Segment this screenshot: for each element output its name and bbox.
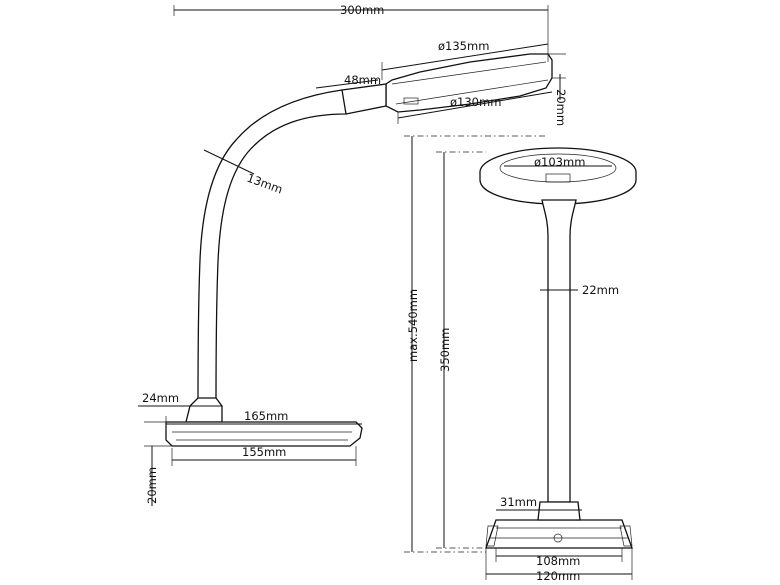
dim-neck-length: 48mm bbox=[344, 73, 381, 87]
dim-head-inner-diameter: ø130mm bbox=[450, 95, 501, 109]
stem-foot bbox=[185, 397, 223, 423]
front-switch bbox=[545, 173, 571, 183]
dim-max-height: max.540mm bbox=[406, 289, 420, 362]
dim-overall-reach: 300mm bbox=[340, 3, 384, 17]
lamp-base-side bbox=[165, 421, 363, 447]
dim-base-outer-width: 120mm bbox=[536, 569, 580, 583]
dim-gooseneck-thickness: 13mm bbox=[245, 171, 285, 197]
dim-base-length-bottom: 155mm bbox=[242, 445, 286, 459]
dim-front-height: 350mm bbox=[438, 328, 452, 372]
lamp-head-switch bbox=[403, 97, 419, 105]
dim-stem-base-width: 24mm bbox=[142, 391, 179, 405]
dim-head-thickness: 20mm bbox=[554, 89, 568, 126]
dim-stem-foot-width: 31mm bbox=[500, 495, 537, 509]
dim-base-length-top: 165mm bbox=[244, 409, 288, 423]
dim-stem-diameter: 22mm bbox=[582, 283, 619, 297]
dim-base-inner-width: 108mm bbox=[536, 554, 580, 568]
gooseneck-arm bbox=[197, 89, 347, 405]
dim-light-diameter: ø103mm bbox=[534, 155, 585, 169]
lamp-stem-front bbox=[541, 199, 577, 503]
front-view: ø103mm 22mm 31mm 108mm 120mm max.540mm 3… bbox=[404, 135, 637, 583]
side-view: 300mm ø135mm ø130mm 20mm 48mm 13mm 24mm … bbox=[138, 3, 568, 506]
dim-head-outer-diameter: ø135mm bbox=[438, 39, 489, 53]
dim-base-height: 20mm bbox=[145, 467, 159, 504]
base-connector bbox=[553, 533, 563, 543]
